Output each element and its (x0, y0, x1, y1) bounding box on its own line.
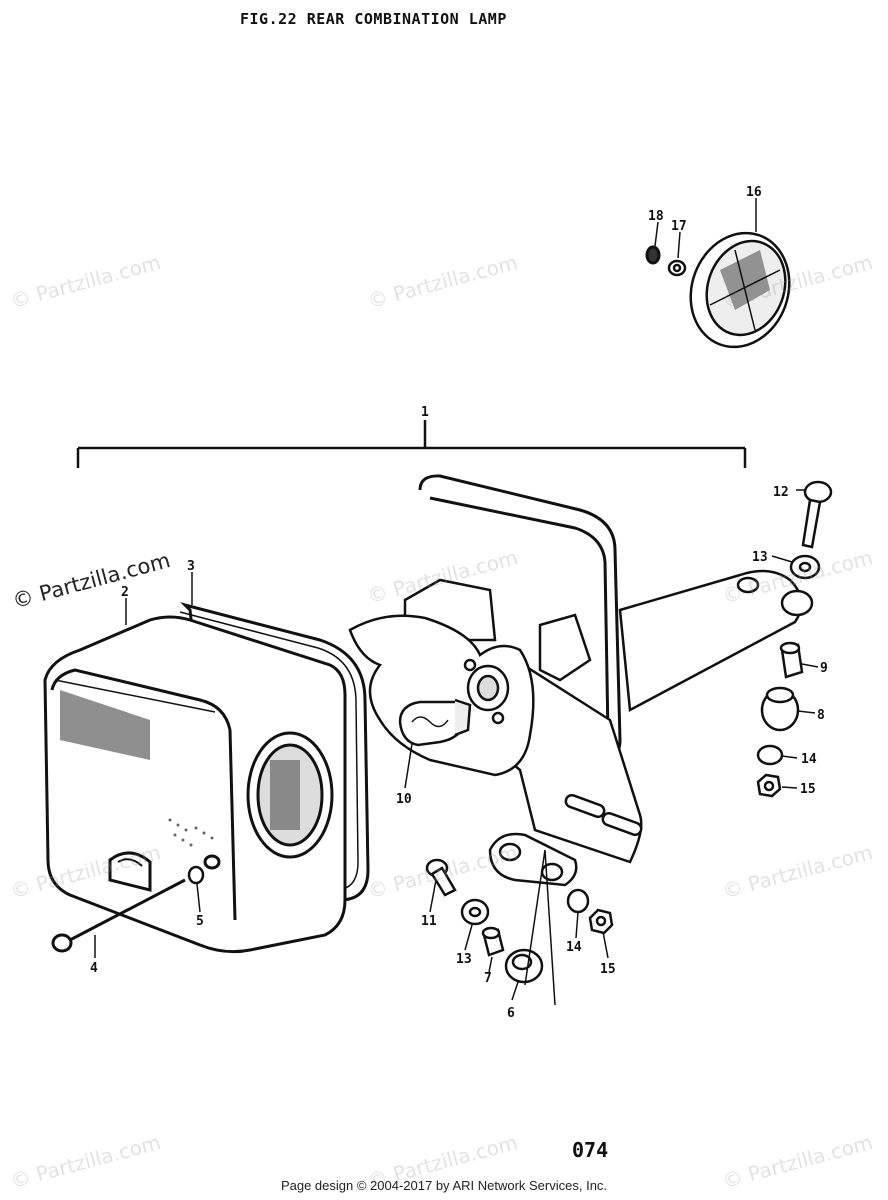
cushion (760, 686, 800, 732)
callout-5: 5 (196, 914, 204, 929)
callout-7: 7 (484, 971, 492, 986)
callout-13-lower: 13 (456, 952, 472, 967)
lens-screw (51, 878, 186, 953)
lamp-lens (43, 615, 347, 954)
callout-17: 17 (671, 219, 687, 234)
callout-9: 9 (820, 661, 828, 676)
bulb (398, 698, 472, 747)
callout-16: 16 (746, 185, 762, 200)
bracket-bolt (801, 480, 833, 549)
callout-3: 3 (187, 559, 195, 574)
nut-lower (588, 908, 614, 935)
washer-upper (789, 554, 821, 580)
cushion-lower (504, 948, 544, 984)
page-number: 074 (572, 1138, 609, 1162)
washer-right (756, 744, 784, 766)
assembly-bracket (76, 420, 747, 468)
lower-bolt (425, 858, 457, 897)
callout-14-lower: 14 (566, 940, 582, 955)
callout-15-right: 15 (800, 782, 816, 797)
callout-18: 18 (648, 209, 664, 224)
reflector-nut (667, 259, 687, 277)
collar-lower (481, 926, 505, 957)
callout-15-lower: 15 (600, 962, 616, 977)
callout-12: 12 (773, 485, 789, 500)
bulb-socket-plate (348, 614, 535, 777)
callout-4: 4 (90, 961, 98, 976)
callout-2: 2 (121, 585, 129, 600)
reflector (689, 231, 791, 349)
reflector-washer (645, 245, 661, 265)
callout-8: 8 (817, 708, 825, 723)
callout-1: 1 (421, 405, 429, 420)
callout-6: 6 (507, 1006, 515, 1021)
screw-grommet (187, 865, 205, 885)
washer-lower-right (566, 888, 590, 914)
callout-10: 10 (396, 792, 412, 807)
nut-right (756, 773, 782, 798)
callout-13-upper: 13 (752, 550, 768, 565)
callout-labels: 1 2 3 4 5 6 7 8 9 10 11 12 13 13 14 14 1… (90, 185, 828, 1021)
washer-lower (460, 898, 490, 926)
callout-14-right: 14 (801, 752, 817, 767)
callout-11: 11 (421, 914, 437, 929)
figure-title: FIG.22 REAR COMBINATION LAMP (240, 10, 507, 28)
footer-copyright: Page design © 2004-2017 by ARI Network S… (280, 1178, 608, 1193)
collar (779, 641, 804, 679)
leader-lines (94, 198, 819, 1006)
